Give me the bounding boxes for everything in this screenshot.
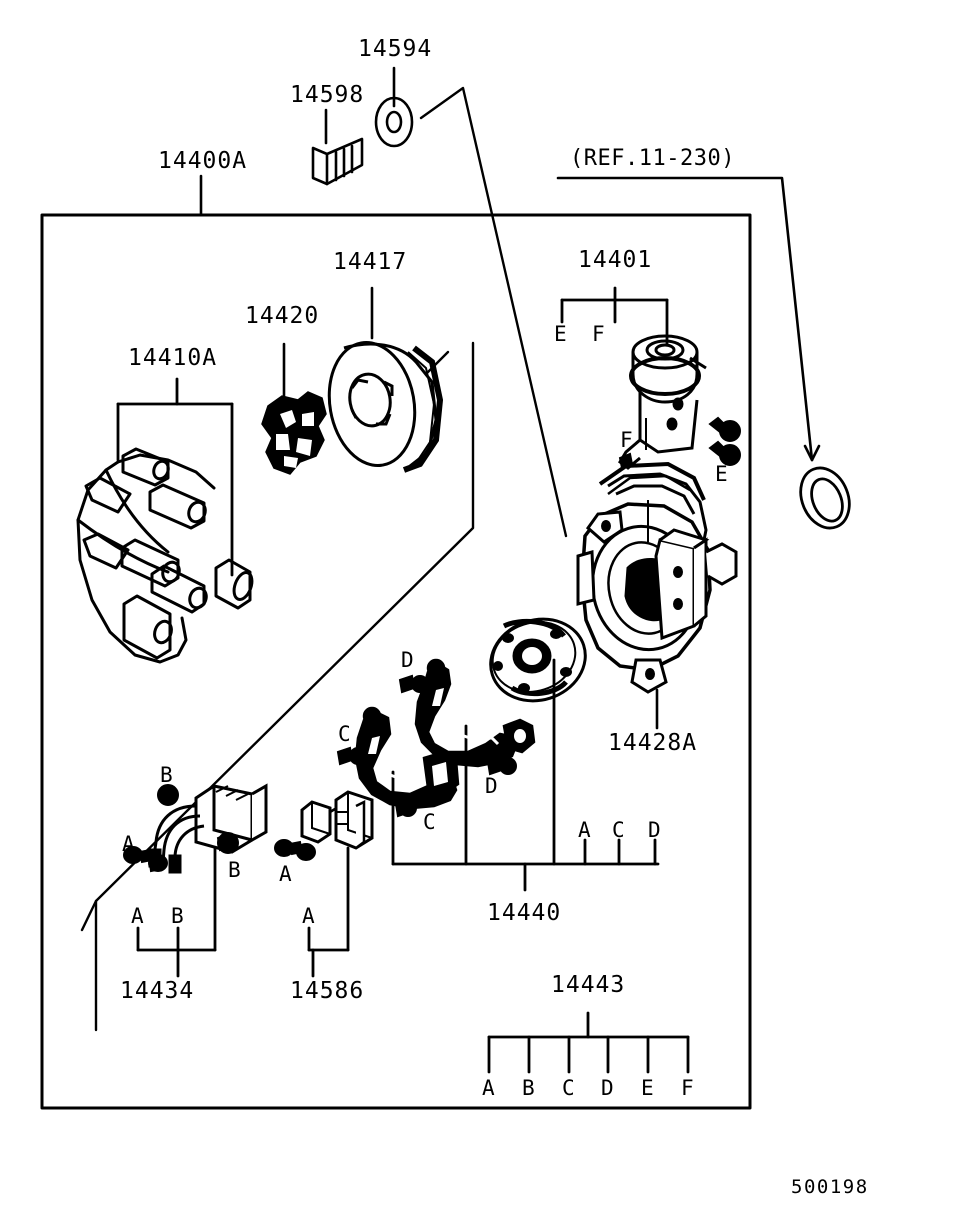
distributor-cap-art <box>76 447 254 664</box>
screw-D1-art <box>398 674 429 694</box>
bracket-14440 <box>391 658 660 892</box>
callout-B-igniter-bottom: B <box>228 858 242 882</box>
bracket-14401 <box>560 286 669 347</box>
connector-art <box>300 790 374 850</box>
pickup-arm-D-art <box>414 658 536 768</box>
washer-14594-art <box>374 96 414 148</box>
screws-A2-art <box>274 839 316 861</box>
bracket-14586 <box>307 846 350 978</box>
label-14594: 14594 <box>358 36 433 62</box>
pickup-arm-C-art <box>354 706 460 810</box>
cover-disc-art <box>327 341 444 473</box>
bracket-14401-leg-F: F <box>592 322 606 346</box>
pickup-plate-art <box>489 617 587 703</box>
assembly-outline <box>40 213 752 1110</box>
label-14420: 14420 <box>245 303 320 329</box>
rotor-art <box>261 391 327 475</box>
inner-group-polygon <box>94 341 475 1032</box>
bracket-14440-leg-A: A <box>578 818 592 842</box>
label-14443: 14443 <box>551 972 626 998</box>
label-14598: 14598 <box>290 82 365 108</box>
bracket-14443-leg-B: B <box>522 1076 536 1100</box>
label-14440: 14440 <box>487 900 562 926</box>
label-14417: 14417 <box>333 249 408 275</box>
bracket-14434-leg-A: A <box>131 904 145 928</box>
drawing-id-code: 500198 <box>791 1176 869 1198</box>
screw-C2-art <box>394 798 417 818</box>
label-14434: 14434 <box>120 978 195 1004</box>
bracket-14443-leg-E: E <box>641 1076 655 1100</box>
label-14400A: 14400A <box>158 148 248 174</box>
igniter-art <box>148 783 268 874</box>
callout-F-screw: F <box>620 428 634 452</box>
label-14428A: 14428A <box>608 730 698 756</box>
screw-C1-art <box>336 746 367 766</box>
screw-D2-art <box>486 756 517 776</box>
callout-D-arm-top: D <box>401 648 415 672</box>
bracket-14401-leg-E: E <box>554 322 568 346</box>
callout-C-arm-left: C <box>338 722 352 746</box>
label-reference-note: (REF.11-230) <box>570 146 735 171</box>
bracket-14443-leg-C: C <box>562 1076 576 1100</box>
callout-C-arm-bottom: C <box>423 810 437 834</box>
screws-E-art <box>708 416 741 466</box>
vacuum-advance-art <box>618 334 707 470</box>
bracket-14440-leg-D: D <box>648 818 662 842</box>
callout-D-arm-bottom: D <box>485 774 499 798</box>
bracket-14410A <box>116 377 234 577</box>
label-14586: 14586 <box>290 978 365 1004</box>
screws-B-art <box>157 784 239 854</box>
bracket-14443-leg-A: A <box>482 1076 496 1100</box>
housing-art <box>576 461 738 694</box>
bracket-14443 <box>487 1011 690 1074</box>
screws-A1-art <box>123 846 168 873</box>
callout-B-igniter-top: B <box>160 763 174 787</box>
bracket-14434-leg-B: B <box>171 904 185 928</box>
label-14401: 14401 <box>578 247 653 273</box>
bracket-14586-leg-A: A <box>302 904 316 928</box>
bracket-14440-leg-C: C <box>612 818 626 842</box>
o-ring-art <box>799 466 851 530</box>
callout-A-connector: A <box>279 862 293 886</box>
label-14410A: 14410A <box>128 345 218 371</box>
callout-A-igniter: A <box>122 832 136 856</box>
bracket-14443-leg-F: F <box>681 1076 695 1100</box>
bracket-14443-leg-D: D <box>601 1076 615 1100</box>
bolt-14598-art <box>311 137 364 186</box>
callout-E-screws: E <box>715 462 729 486</box>
